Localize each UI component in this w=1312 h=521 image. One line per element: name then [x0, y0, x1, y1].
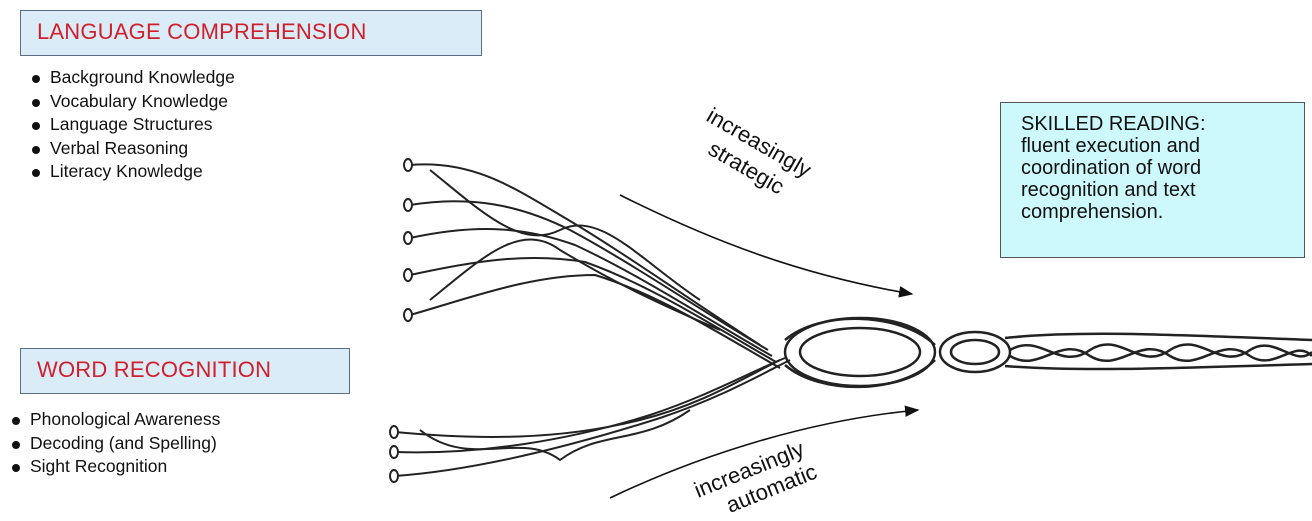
language-strands [410, 164, 780, 368]
skilled-reading-box: SKILLED READING: fluent execution and co… [1000, 102, 1305, 258]
strategic-label: increasingly strategic [689, 103, 816, 207]
word-strands [395, 358, 790, 476]
strategic-arrow [620, 195, 912, 294]
language-strand-ends [404, 159, 412, 321]
automatic-label: increasingly automatic [691, 435, 821, 521]
rope-main [1005, 334, 1312, 369]
skilled-reading-text: SKILLED READING: fluent execution and co… [1021, 113, 1290, 223]
rope-knot [785, 318, 1010, 387]
word-strand-ends [390, 426, 398, 482]
